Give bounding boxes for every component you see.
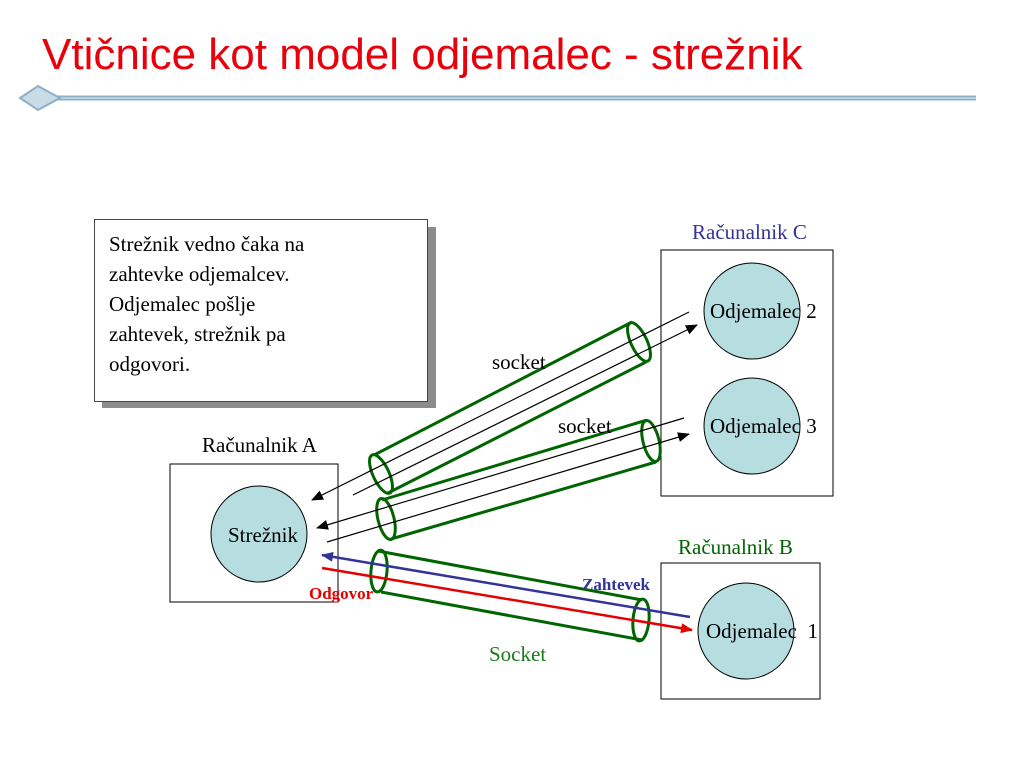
socket-tube-lower: [369, 548, 651, 643]
arrow-server-to-client2: [352, 324, 698, 496]
note-line: odgovori.: [109, 352, 191, 376]
slide-title: Vtičnice kot model odjemalec - strežnik: [42, 30, 803, 79]
client-2-node: [703, 262, 801, 360]
arrow-client3-to-server: [316, 417, 685, 530]
client-3-node: [703, 377, 801, 475]
socket-label-lower: Socket: [489, 642, 546, 666]
socket-label-upper: socket: [492, 350, 546, 374]
socket-tube-middle: [375, 418, 662, 541]
explanation-note: Strežnik vedno čaka na zahtevke odjemalc…: [94, 219, 428, 402]
client-1-node: [697, 582, 795, 680]
client-1-node-label: Odjemalec 1: [706, 619, 818, 643]
note-line: Odjemalec pošlje: [109, 292, 256, 316]
arrow-server-to-client3: [326, 432, 690, 543]
diamond-icon: [18, 84, 63, 112]
server-node-label: Strežnik: [228, 523, 298, 547]
computer-c-label: Računalnik C: [692, 220, 807, 244]
arrow-response: [321, 566, 693, 634]
request-label: Zahtevek: [582, 575, 651, 594]
client-3-node-label: Odjemalec 3: [710, 414, 817, 438]
socket-label-middle: socket: [558, 414, 612, 438]
client-2-node-label: Odjemalec 2: [710, 299, 817, 323]
socket-tube-upper: [368, 320, 652, 495]
computer-a-label: Računalnik A: [202, 433, 318, 457]
response-label: Odgovor: [309, 584, 374, 603]
title-rule: [18, 84, 976, 112]
note-line: zahtevek, strežnik pa: [109, 322, 286, 346]
server-node: [210, 485, 308, 583]
computer-b-label: Računalnik B: [678, 535, 793, 559]
note-line: zahtevke odjemalcev.: [109, 262, 290, 286]
arrow-request: [321, 551, 691, 619]
note-line: Strežnik vedno čaka na: [109, 232, 305, 256]
arrow-client2-to-server: [311, 311, 690, 501]
